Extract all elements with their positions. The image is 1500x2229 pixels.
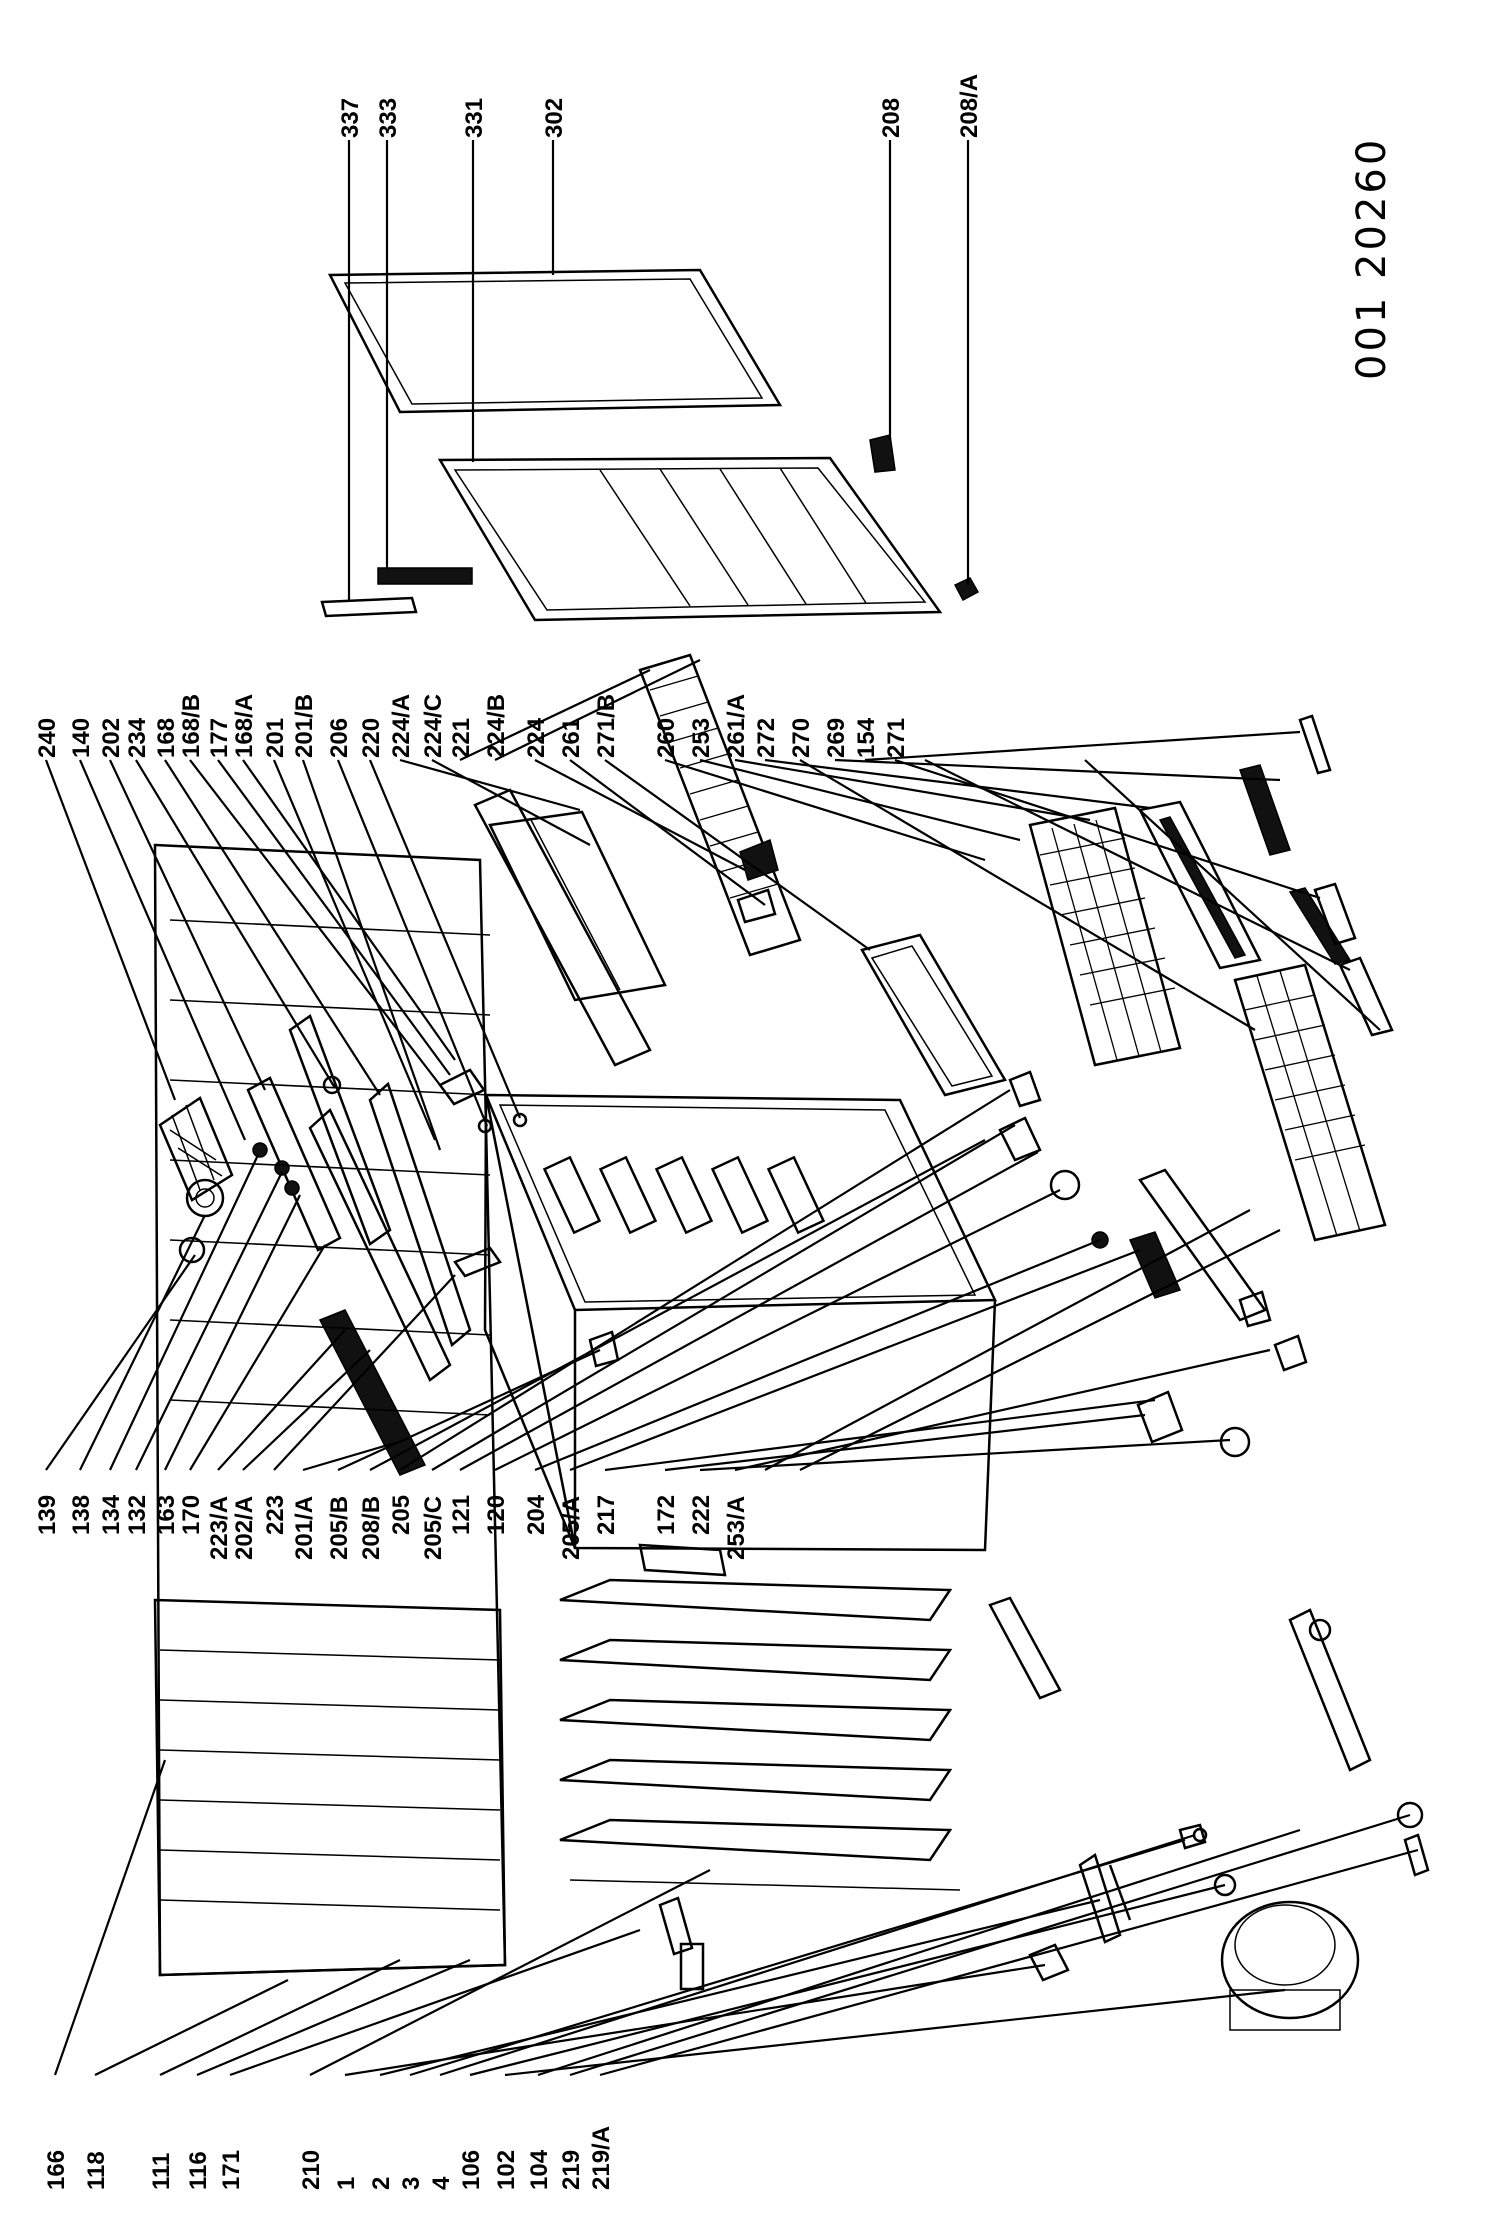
door-gasket [327,268,783,414]
callout-202: 202 [98,718,125,758]
callout-204: 204 [523,1494,550,1535]
callout-208: 208 [878,98,905,138]
condenser-coil [153,843,507,1977]
grid-shelf [638,653,802,957]
callout-168a: 168/A [231,694,258,758]
callout-205a: 205/A [558,1496,585,1560]
callout-163: 163 [153,1495,180,1535]
drawer-front [860,933,1007,1097]
callout-208b: 208/B [358,1496,385,1560]
callout-132: 132 [124,1495,151,1535]
callout-219a: 219/A [588,2126,615,2190]
callout-271: 271 [883,718,910,758]
callout-102: 102 [493,2150,520,2190]
callout-224a: 224/A [388,694,415,758]
callout-253: 253 [688,718,715,758]
callout-170: 170 [178,1495,205,1535]
evaporator-shelves [559,1543,961,1891]
callout-139: 139 [34,1495,61,1535]
callout-217: 217 [593,1495,620,1535]
callout-205: 205 [388,1495,415,1535]
callout-260: 260 [653,718,680,758]
callout-223: 223 [262,1495,289,1535]
freezer-cabinet [483,1093,997,1552]
callout-3: 3 [398,2177,425,2190]
callout-177: 177 [206,718,233,758]
callout-4: 4 [428,2176,455,2190]
callout-331: 331 [461,98,488,138]
callout-261a: 261/A [723,694,750,758]
callout-234: 234 [124,717,151,758]
callout-206: 206 [326,718,353,758]
callout-111: 111 [148,2153,175,2190]
base-rail-parts [998,1070,1308,1458]
callout-2: 2 [368,2177,395,2190]
callout-269: 269 [823,718,850,758]
callout-219: 219 [558,2150,585,2190]
callout-205c: 205/C [420,1496,447,1560]
callout-166: 166 [43,2150,70,2190]
callout-240: 240 [34,718,61,758]
callout-253a: 253/A [723,1496,750,1560]
callout-224c: 224/C [420,694,447,758]
callout-138: 138 [68,1495,95,1535]
callout-205b: 205/B [326,1496,353,1560]
compressor [1213,1873,1360,2031]
callout-220: 220 [358,718,385,758]
callout-171: 171 [218,2150,245,2190]
callout-302: 302 [541,98,568,138]
bottom-bracket [988,1596,1372,1772]
callout-134: 134 [98,1494,125,1535]
callout-1: 1 [333,2177,360,2190]
callout-201a: 201/A [291,1496,318,1560]
callout-118: 118 [83,2151,110,2190]
callout-168: 168 [153,718,180,758]
callout-271b: 271/B [593,694,620,758]
leader-lines [44,140,1419,2077]
callout-202a: 202/A [231,1496,258,1560]
callout-140: 140 [68,718,95,758]
callout-333: 333 [375,98,402,138]
callout-104: 104 [526,2149,553,2190]
callout-222: 222 [688,1495,715,1535]
callout-337: 337 [337,98,364,138]
callout-201: 201 [262,718,289,758]
callout-224b: 224/B [483,694,510,758]
callout-120: 120 [483,1495,510,1535]
callout-208a: 208/A [956,74,983,138]
callout-121: 121 [448,1495,475,1535]
callout-116: 116 [185,2151,212,2190]
callout-261: 261 [558,718,585,758]
control-panel-parts [158,1014,528,1476]
door-panel [437,456,943,622]
callout-223a: 223/A [206,1496,233,1560]
callout-154: 154 [853,717,880,758]
callout-270: 270 [788,718,815,758]
wire-basket-lower [1233,963,1387,1242]
drawer-fronts-right [1138,714,1394,1037]
door-handle-parts [320,434,980,618]
shelf-frame [473,788,667,1067]
callout-168b: 168/B [178,694,205,758]
callout-201b: 201/B [291,694,318,758]
wire-basket-upper [1028,806,1182,1067]
callout-106: 106 [458,2150,485,2190]
callout-224: 224 [523,717,550,758]
callout-210: 210 [298,2150,325,2190]
drawing-code: 001 20260 [1349,137,1395,380]
callout-272: 272 [753,718,780,758]
callout-172: 172 [653,1495,680,1535]
callout-221: 221 [448,718,475,758]
